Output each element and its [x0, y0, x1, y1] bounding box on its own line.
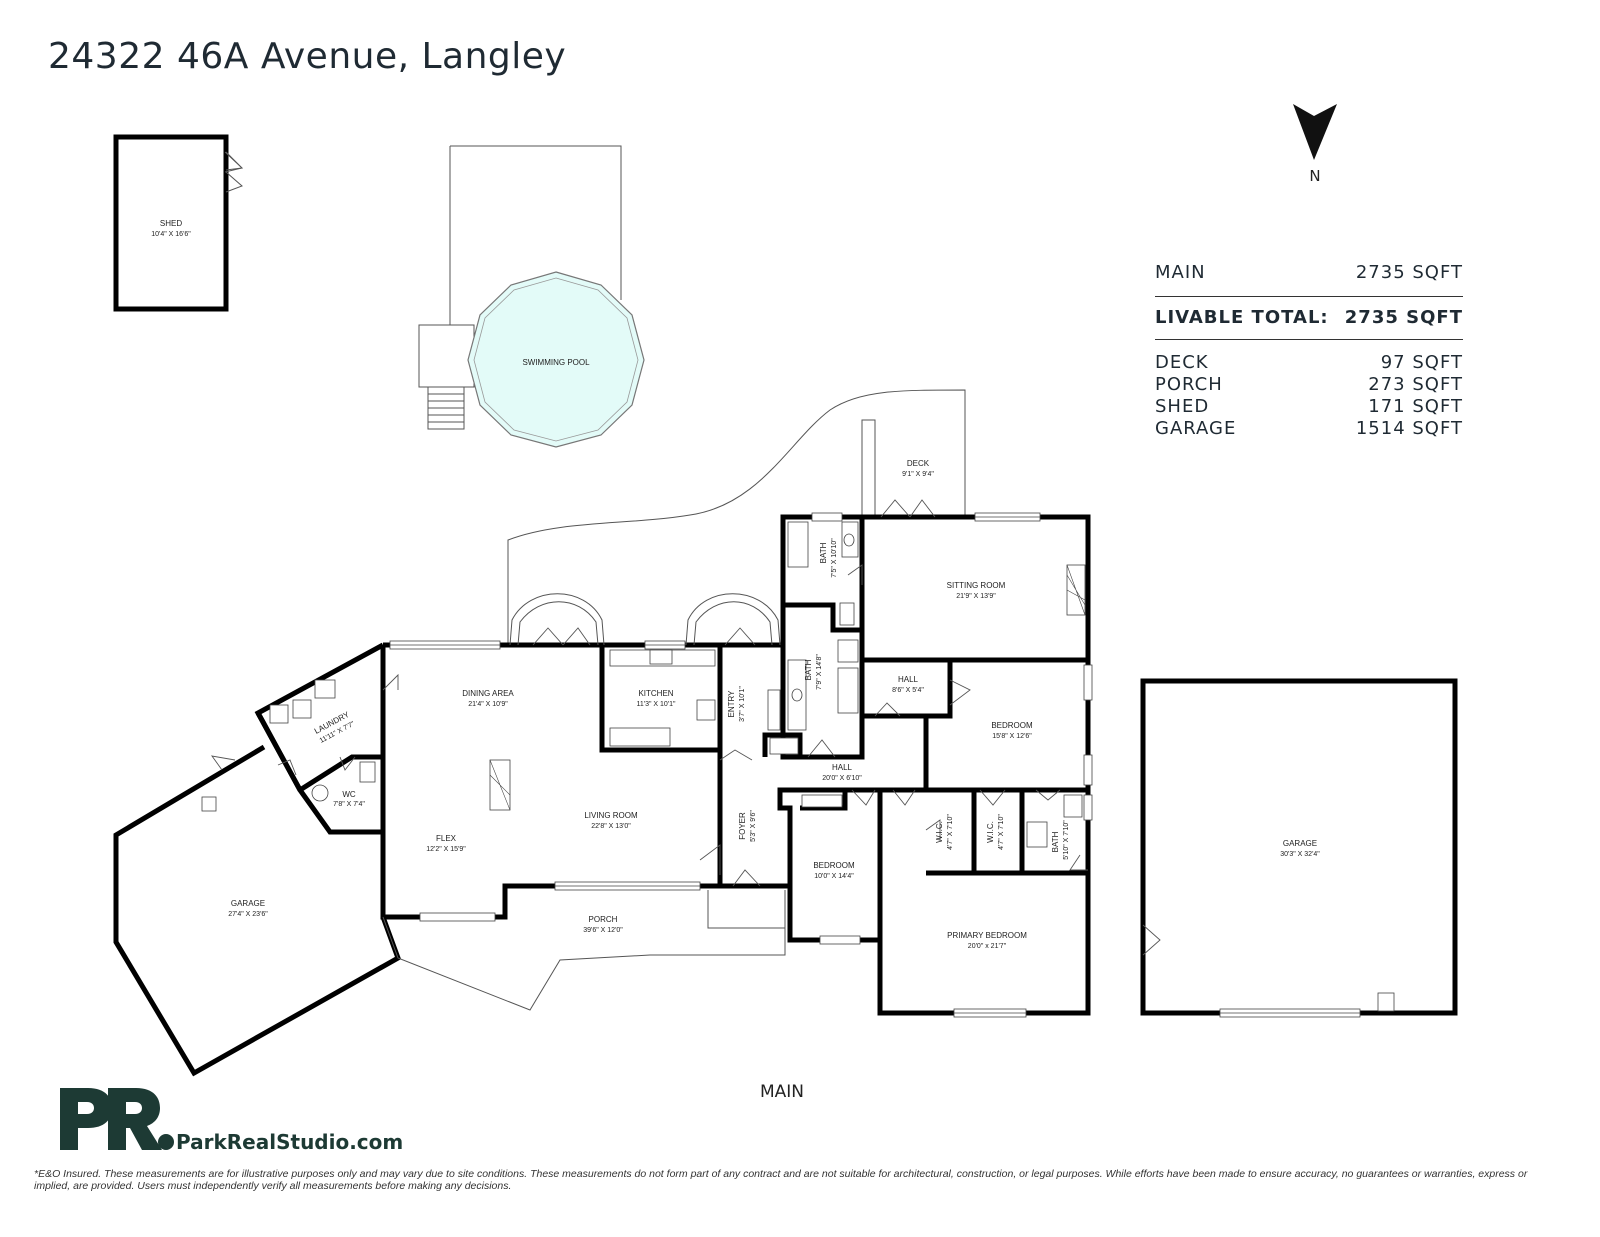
- hall2-dim: 20'0" X 6'10": [822, 775, 862, 782]
- primary-label: PRIMARY BEDROOM: [947, 931, 1027, 940]
- pool-area: SWIMMING POOL: [418, 145, 645, 448]
- entry-label: ENTRY: [727, 690, 736, 718]
- brand-name[interactable]: ParkRealStudio.com: [176, 1130, 404, 1154]
- shed-label: SHED: [160, 219, 182, 228]
- porch-outline: [382, 890, 786, 1011]
- summary-garage-label: GARAGE: [1155, 418, 1237, 439]
- dining-label: DINING AREA: [462, 689, 514, 698]
- shed: SHED 10'4" X 16'6": [113, 134, 244, 312]
- fixtures: [201, 521, 1395, 1012]
- brand-logo-icon: [60, 1088, 174, 1150]
- area-summary: MAIN 2735 SQFT LIVABLE TOTAL: 2735 SQFT …: [1155, 262, 1463, 440]
- bath1-dim: 7'5" X 10'10": [831, 538, 838, 578]
- summary-garage-value: 1514 SQFT: [1355, 418, 1463, 439]
- living-label: LIVING ROOM: [584, 811, 638, 820]
- entry-dim: 3'7" X 10'1": [739, 686, 746, 722]
- foyer-dim: 5'3" X 9'6": [750, 810, 757, 842]
- page-title: 24322 46A Avenue, Langley: [48, 36, 567, 77]
- deck: DECK 9'1" X 9'4": [861, 419, 934, 515]
- floor-label: MAIN: [760, 1082, 805, 1102]
- summary-deck-value: 97 SQFT: [1380, 352, 1463, 373]
- summary-shed-label: SHED: [1155, 396, 1210, 417]
- north-arrow-icon: [1293, 104, 1337, 160]
- garage1-label: GARAGE: [231, 899, 265, 908]
- hall1-label: HALL: [898, 675, 919, 684]
- bath1-label: BATH: [819, 542, 828, 563]
- garage1-dim: 27'4" X 23'6": [228, 911, 268, 918]
- wc-label: WC: [342, 790, 356, 799]
- foyer-label: FOYER: [738, 812, 747, 840]
- summary-main-label: MAIN: [1155, 262, 1206, 283]
- flex-label: FLEX: [436, 834, 457, 843]
- wic2-label: W.I.C.: [986, 821, 995, 843]
- summary-shed-value: 171 SQFT: [1368, 396, 1463, 417]
- living-dim: 22'8" X 13'0": [591, 823, 631, 830]
- pool-steps: [427, 386, 465, 430]
- garage2-dim: 30'3" X 32'4": [1280, 851, 1320, 858]
- door-swings: [210, 151, 1161, 956]
- deck-dim: 9'1" X 9'4": [902, 471, 934, 478]
- kitchen-label: KITCHEN: [638, 689, 673, 698]
- summary-deck-row: DECK 97 SQFT: [1155, 352, 1463, 374]
- primary-dim: 20'0" x 21'7": [968, 943, 1007, 950]
- wc-dim: 7'8" X 7'4": [333, 801, 365, 808]
- hall1-dim: 8'6" X 5'4": [892, 687, 924, 694]
- summary-deck-label: DECK: [1155, 352, 1209, 373]
- bath2-dim: 7'9" X 14'8": [816, 654, 823, 690]
- porch-dim: 39'6" X 12'0": [583, 927, 623, 934]
- bath2-label: BATH: [804, 659, 813, 680]
- bedroom1-label: BEDROOM: [991, 721, 1033, 730]
- north-arrow: N: [1290, 100, 1340, 185]
- summary-main-value: 2735 SQFT: [1355, 262, 1463, 283]
- disclaimer: *E&O Insured. These measurements are for…: [34, 1168, 1528, 1192]
- summary-porch-value: 273 SQFT: [1368, 374, 1463, 395]
- summary-total-row: LIVABLE TOTAL: 2735 SQFT: [1155, 296, 1463, 340]
- kitchen-dim: 11'3" X 10'1": [636, 701, 676, 708]
- summary-total-value: 2735 SQFT: [1344, 307, 1463, 328]
- hall2-label: HALL: [832, 763, 853, 772]
- sitting-label: SITTING ROOM: [947, 581, 1006, 590]
- patio-outline: [507, 389, 966, 645]
- summary-total-label: LIVABLE TOTAL:: [1155, 307, 1329, 328]
- summary-shed-row: SHED 171 SQFT: [1155, 396, 1463, 418]
- shed-dim: 10'4" X 16'6": [151, 231, 191, 238]
- garage2-label: GARAGE: [1283, 839, 1317, 848]
- sitting-dim: 21'9" X 13'9": [956, 593, 996, 600]
- wic1-label: W.I.C.: [935, 821, 944, 843]
- wic1-dim: 4'7" X 7'10": [947, 814, 954, 850]
- pool-label: SWIMMING POOL: [522, 358, 590, 367]
- wic2-dim: 4'7" X 7'10": [998, 814, 1005, 850]
- windows: [389, 512, 1361, 1018]
- bath3-label: BATH: [1051, 831, 1060, 852]
- bath3-dim: 5'10" X 7'10": [1063, 820, 1070, 860]
- summary-porch-label: PORCH: [1155, 374, 1223, 395]
- flex-dim: 12'2" X 15'9": [426, 846, 466, 853]
- porch-label: PORCH: [589, 915, 618, 924]
- bedroom2-dim: 10'0" X 14'4": [814, 873, 854, 880]
- dining-dim: 21'4" X 10'9": [468, 701, 508, 708]
- swimming-pool: [467, 271, 645, 448]
- room-labels: BATH 7'5" X 10'10" SITTING ROOM 21'9" X …: [228, 538, 1320, 950]
- bedroom1-dim: 15'8" X 12'6": [992, 733, 1032, 740]
- bay-windows: [509, 593, 781, 646]
- north-label: N: [1309, 167, 1321, 185]
- bedroom2-label: BEDROOM: [813, 861, 855, 870]
- summary-main-row: MAIN 2735 SQFT: [1155, 262, 1463, 284]
- summary-garage-row: GARAGE 1514 SQFT: [1155, 418, 1463, 440]
- deck-label: DECK: [907, 459, 930, 468]
- summary-porch-row: PORCH 273 SQFT: [1155, 374, 1463, 396]
